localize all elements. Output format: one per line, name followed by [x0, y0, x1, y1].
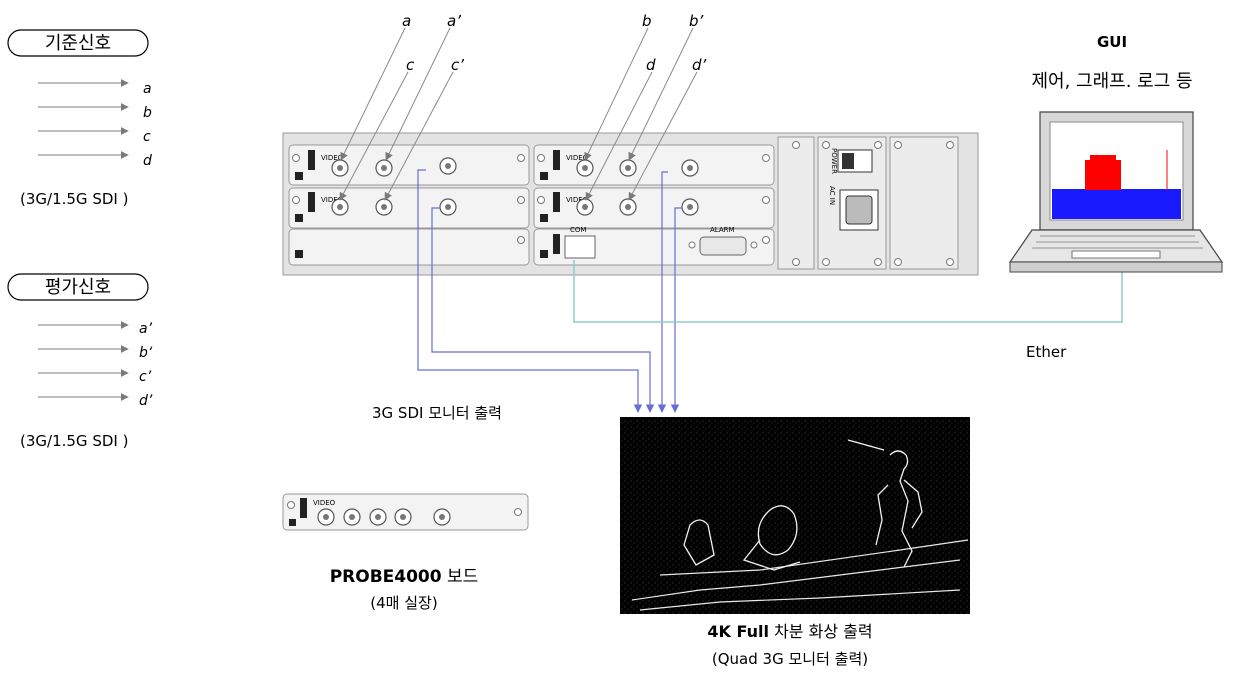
input-label-b: b [642, 12, 652, 30]
input-signal-arrows [339, 27, 698, 201]
evaluation-signal-format: (3G/1.5G SDI ) [20, 432, 128, 450]
evaluation-signal-d: d’ [139, 393, 153, 409]
evaluation-signal-a: a’ [139, 321, 153, 337]
evaluation-signal-b: b‘ [139, 345, 153, 361]
power-label: POWER [830, 148, 838, 174]
reference-signal-b: b [143, 105, 152, 121]
reference-signal-c: c [143, 129, 151, 145]
video-label-4: VIDEO [566, 196, 589, 204]
reference-signal-format: (3G/1.5G SDI ) [20, 190, 128, 208]
gui-laptop: GUI 제어, 그래프. 로그 등 [1008, 33, 1224, 273]
monitor-out-label: 3G SDI 모니터 출력 [372, 404, 502, 422]
sdi-monitor-lines [417, 169, 682, 413]
reference-signal-legend: 기준신호 a b c d (3G/1.5G SDI ) [7, 29, 152, 208]
input-label-b-prime: b’ [689, 12, 704, 30]
input-label-a: a [402, 12, 411, 30]
ether-label: Ether [1026, 343, 1067, 361]
board-detail: (4매 실장) [370, 594, 437, 612]
reference-signal-pill [7, 29, 149, 57]
evaluation-signal-legend: 평가신호 a’ b‘ c’ d’ (3G/1.5G SDI ) [7, 273, 153, 450]
evaluation-signal-c: c’ [139, 369, 152, 385]
reference-signal-a: a [143, 81, 152, 97]
video-label-2: VIDEO [321, 196, 344, 204]
input-label-c: c [406, 56, 415, 74]
reference-signal-d: d [143, 153, 152, 169]
input-label-d: d [646, 56, 656, 74]
alarm-label: ALARM [710, 226, 735, 234]
output-title: 4K Full 차분 화상 출력 [707, 622, 872, 641]
output-detail: (Quad 3G 모니터 출력) [712, 650, 868, 668]
evaluation-signal-pill [7, 273, 149, 301]
reference-signal-label: 기준신호 [45, 33, 111, 54]
evaluation-signal-label: 평가신호 [45, 277, 111, 298]
probe4000-board: VIDEO PROBE4000 보드 (4매 실장) [282, 493, 529, 612]
diff-output-image: 4K Full 차분 화상 출력 (Quad 3G 모니터 출력) [620, 417, 970, 668]
video-label-3: VIDEO [566, 154, 589, 162]
video-label-1: VIDEO [321, 154, 344, 162]
board-name: PROBE4000 보드 [330, 567, 479, 587]
probe-chassis: VIDEO VIDEO VIDEO VIDEO COM ALARM [282, 132, 979, 276]
input-label-c-prime: c’ [451, 56, 464, 74]
com-label: COM [570, 226, 586, 234]
acin-label: AC IN [828, 186, 836, 205]
input-label-a-prime: a’ [447, 12, 461, 30]
board-video-label: VIDEO [313, 499, 336, 507]
gui-subtitle: 제어, 그래프. 로그 등 [1031, 71, 1192, 92]
input-signal-labels: a a’ c c’ b b’ d d’ [402, 12, 707, 74]
gui-title: GUI [1097, 33, 1127, 51]
ether-line [573, 260, 1123, 323]
input-label-d-prime: d’ [692, 56, 707, 74]
